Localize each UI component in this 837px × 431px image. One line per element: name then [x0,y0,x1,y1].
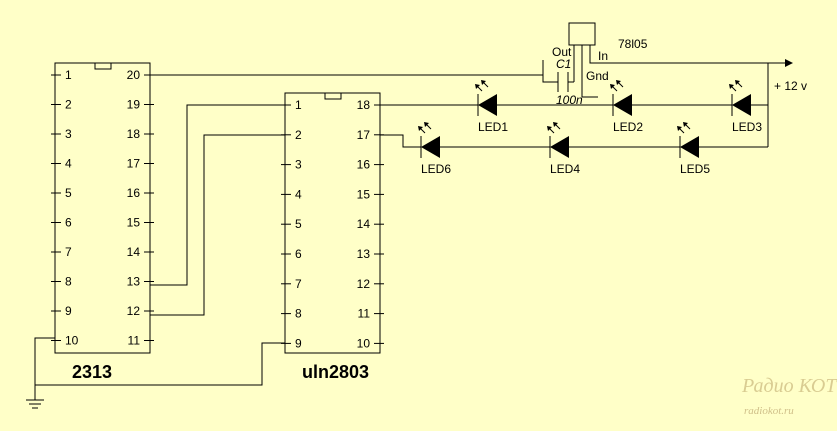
ic-uln2803-pin-right-10: 10 [357,336,371,350]
ic-2313-pin-right-20: 20 [127,68,141,82]
regulator-out-label: Out [552,45,572,59]
led-triangle [421,136,440,158]
ic-2313-pin-right-19: 19 [127,98,141,112]
watermark-logo: Радио КОТ [741,375,837,397]
ic-2313-label: 2313 [72,362,112,382]
led-light-arrowhead [424,122,429,127]
ic-2313-pin-right-17: 17 [127,157,141,171]
ic-2313-notch [94,62,112,70]
ic-uln2803-pin-left-2: 2 [295,128,302,142]
led-light-arrowhead [683,122,688,127]
ic-uln2803-pin-right-17: 17 [357,128,371,142]
ic-2313-pin-left-2: 2 [65,98,72,112]
led-triangle [613,94,632,116]
led-light-arrowhead [475,84,480,89]
ic-uln2803-pin-left-8: 8 [295,307,302,321]
led-label: LED3 [732,120,762,134]
wires [34,45,785,400]
led-triangle [732,94,751,116]
ic-uln2803-notch [324,92,342,100]
ic-2313-pin-right-15: 15 [127,216,141,230]
ic-uln2803-label: uln2803 [302,362,369,382]
ic-2313-pin-left-1: 1 [65,68,72,82]
led-light-arrowhead [735,80,740,85]
regulator-gnd-label: Gnd [586,69,609,83]
regulator-in-label: In [598,49,608,63]
led-2: LED2 [610,80,643,134]
ic-uln2803-pin-left-1: 1 [295,98,302,112]
led-label: LED5 [680,162,710,176]
watermark-url: radiokot.ru [744,405,794,417]
led-label: LED6 [421,162,451,176]
led-triangle [550,136,569,158]
led-triangle [478,94,497,116]
ic-uln2803-pin-left-9: 9 [295,336,302,350]
ic-2313-pin-right-11: 11 [128,334,141,348]
led-label: LED2 [613,120,643,134]
ground-symbol [26,399,44,409]
ic-2313-pin-left-8: 8 [65,275,72,289]
ic-2313-pin-left-6: 6 [65,216,72,230]
led-5: LED4 [547,122,580,176]
led-label: LED4 [550,162,580,176]
led-4: LED6 [418,122,451,176]
led-6: LED5 [677,122,710,176]
ic-uln2803-pin-left-5: 5 [295,217,302,231]
led-label: LED1 [478,120,508,134]
ic-uln2803-pin-right-16: 16 [357,158,371,172]
ic-2313-pin-right-14: 14 [127,245,141,259]
led-light-arrowhead [481,80,486,85]
ic-uln2803-pin-right-11: 11 [358,307,371,321]
led-light-arrowhead [616,80,621,85]
ic-uln2803-pin-left-4: 4 [295,187,302,201]
ic-uln2803-pin-right-12: 12 [357,277,371,291]
ic-2313-pin-right-16: 16 [127,186,141,200]
capacitor-label: C1 [556,57,571,71]
led-light-arrowhead [553,122,558,127]
led-triangle [680,136,699,158]
ic-uln2803-pin-right-14: 14 [357,217,371,231]
led-light-arrowhead [547,126,552,131]
ic-2313-pin-left-5: 5 [65,186,72,200]
led-light-arrowhead [729,84,734,89]
capacitor-value: 100n [556,93,583,107]
ic-2313-pin-left-4: 4 [65,157,72,171]
ic-uln2803-pin-left-3: 3 [295,158,302,172]
supply-label: + 12 v [774,79,807,93]
ic-2313-pin-left-7: 7 [65,245,72,259]
regulator-body [568,22,596,46]
regulator-label: 78l05 [618,37,648,51]
supply-arrow [785,59,793,67]
ic-uln2803-pin-left-6: 6 [295,247,302,261]
led-1: LED1 [475,80,508,134]
ic-2313-pin-left-9: 9 [65,304,72,318]
led-light-arrowhead [418,126,423,131]
ic-uln2803-pin-right-18: 18 [357,98,371,112]
ic-uln2803-body [284,92,381,354]
ic-2313-pin-left-10: 10 [65,334,79,348]
ic-2313-pin-right-18: 18 [127,127,141,141]
ic-2313-pin-left-3: 3 [65,127,72,141]
led-3: LED3 [729,80,762,134]
ic-2313-pin-right-12: 12 [127,304,141,318]
ic-2313-body [54,62,151,354]
ic-uln2803-pin-left-7: 7 [295,277,302,291]
ic-2313-pin-right-13: 13 [127,275,141,289]
ic-uln2803-pin-right-13: 13 [357,247,371,261]
ic-uln2803-pin-right-15: 15 [357,187,371,201]
led-light-arrowhead [610,84,615,89]
led-light-arrowhead [677,126,682,131]
